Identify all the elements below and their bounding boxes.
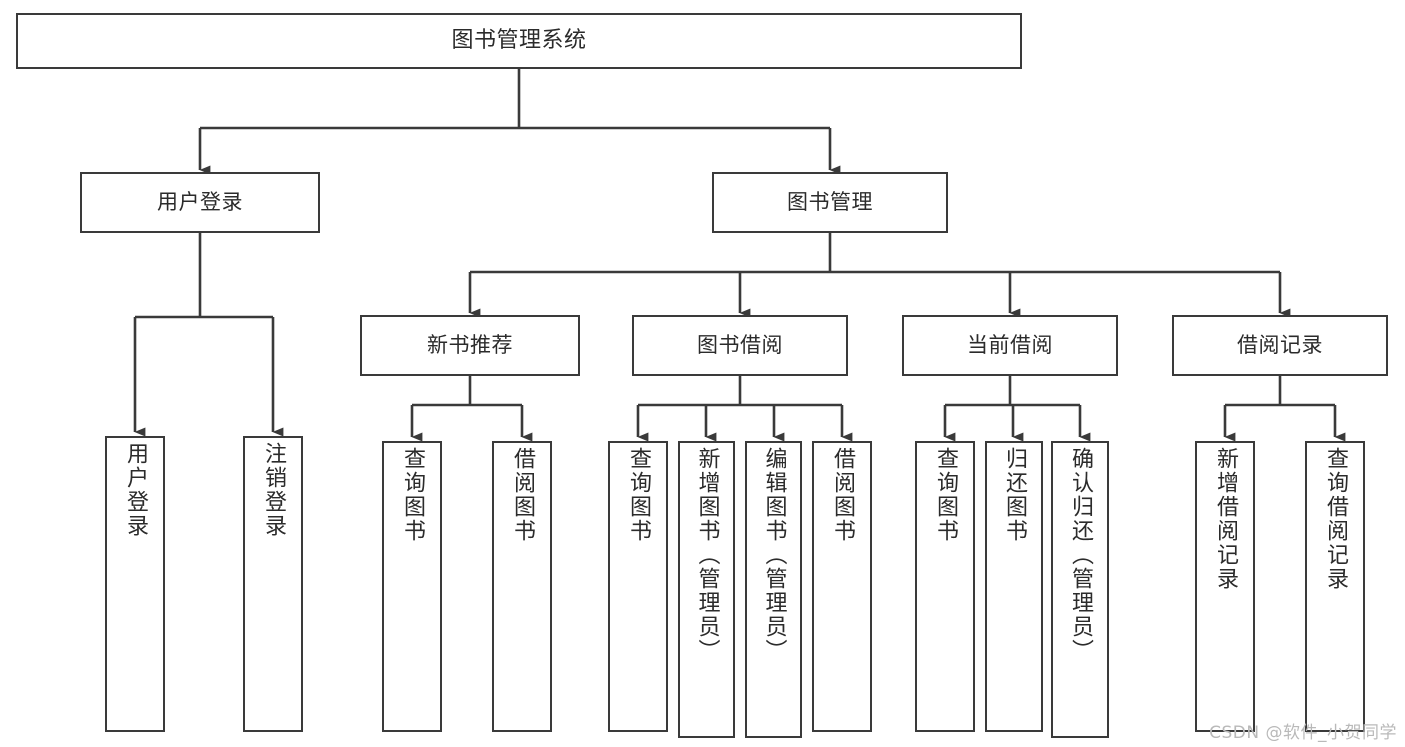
node-label: 新增借阅记录 bbox=[1212, 447, 1238, 591]
leaf-book-borrowing-2[interactable]: 编辑图书（管理员） bbox=[745, 441, 802, 738]
csdn-watermark: CSDN @软件_小贺同学 bbox=[1209, 723, 1397, 743]
node-label: 查询借阅记录 bbox=[1322, 447, 1348, 591]
node-label: 查询图书 bbox=[625, 447, 651, 543]
node-label: 编辑图书（管理员） bbox=[761, 447, 787, 663]
node-label: 新书推荐 bbox=[427, 333, 513, 358]
node-label: 图书借阅 bbox=[697, 333, 783, 358]
leaf-new-book-recommendation-0[interactable]: 查询图书 bbox=[382, 441, 442, 732]
leaf-borrowing-record-0[interactable]: 新增借阅记录 bbox=[1195, 441, 1255, 732]
leaf-borrowing-record-1[interactable]: 查询借阅记录 bbox=[1305, 441, 1365, 732]
node-label: 借阅图书 bbox=[829, 447, 855, 543]
node-label: 用户登录 bbox=[157, 190, 243, 215]
node-label: 图书管理 bbox=[787, 190, 873, 215]
node-borrowing-record[interactable]: 借阅记录 bbox=[1172, 315, 1388, 376]
node-label: 查询图书 bbox=[932, 447, 958, 543]
leaf-user-login-1[interactable]: 注销登录 bbox=[243, 436, 303, 732]
node-new-book-recommendation[interactable]: 新书推荐 bbox=[360, 315, 580, 376]
leaf-current-borrowing-0[interactable]: 查询图书 bbox=[915, 441, 975, 732]
node-label: 借阅图书 bbox=[509, 447, 535, 543]
node-label: 图书管理系统 bbox=[451, 28, 587, 54]
node-book-management[interactable]: 图书管理 bbox=[712, 172, 948, 233]
leaf-book-borrowing-1[interactable]: 新增图书（管理员） bbox=[678, 441, 735, 738]
leaf-user-login-0[interactable]: 用户登录 bbox=[105, 436, 165, 732]
node-book-borrowing[interactable]: 图书借阅 bbox=[632, 315, 848, 376]
node-label: 查询图书 bbox=[399, 447, 425, 543]
node-root-book-management-system[interactable]: 图书管理系统 bbox=[16, 13, 1022, 69]
node-label: 当前借阅 bbox=[967, 333, 1053, 358]
leaf-current-borrowing-2[interactable]: 确认归还（管理员） bbox=[1051, 441, 1109, 738]
node-label: 归还图书 bbox=[1001, 447, 1027, 543]
node-label: 确认归还（管理员） bbox=[1067, 447, 1093, 663]
leaf-new-book-recommendation-1[interactable]: 借阅图书 bbox=[492, 441, 552, 732]
node-label: 注销登录 bbox=[260, 442, 286, 538]
node-label: 用户登录 bbox=[122, 442, 148, 538]
leaf-current-borrowing-1[interactable]: 归还图书 bbox=[985, 441, 1043, 732]
leaf-book-borrowing-3[interactable]: 借阅图书 bbox=[812, 441, 872, 732]
node-label: 借阅记录 bbox=[1237, 333, 1323, 358]
leaf-book-borrowing-0[interactable]: 查询图书 bbox=[608, 441, 668, 732]
node-user-login[interactable]: 用户登录 bbox=[80, 172, 320, 233]
node-label: 新增图书（管理员） bbox=[694, 447, 720, 663]
node-current-borrowing[interactable]: 当前借阅 bbox=[902, 315, 1118, 376]
